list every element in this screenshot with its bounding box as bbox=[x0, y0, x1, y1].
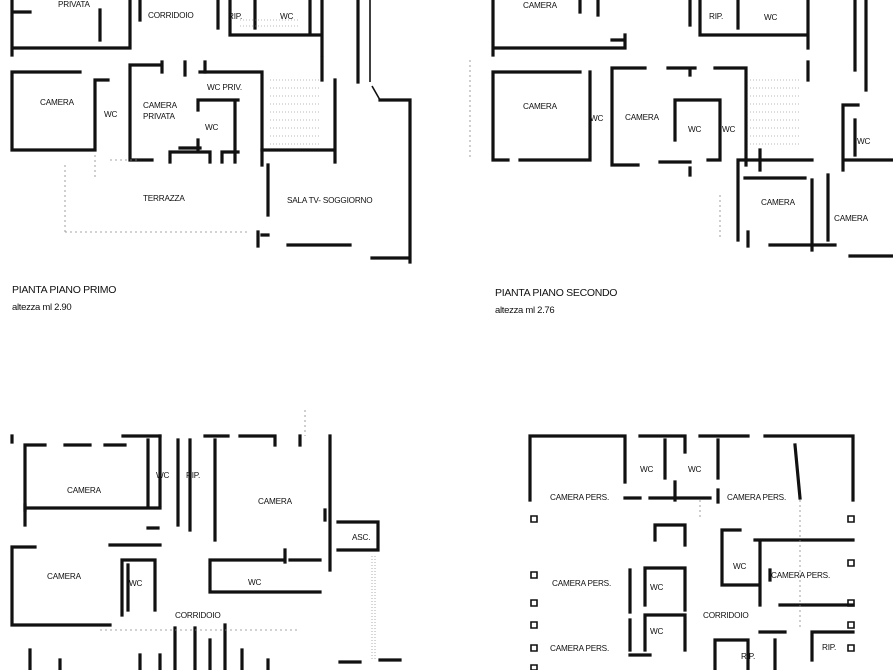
plan-bottom-right: WC WC CAMERA PERS. CAMERA PERS. CAMERA P… bbox=[528, 434, 855, 670]
room-label: CAMERA PERS. bbox=[771, 571, 830, 580]
room-label: WC bbox=[764, 13, 778, 22]
room-label: CAMERA bbox=[258, 497, 293, 506]
plan-height: altezza ml 2.90 bbox=[12, 302, 71, 313]
room-label: CAMERA bbox=[47, 572, 82, 581]
room-label: WC bbox=[688, 125, 702, 134]
room-label: WC bbox=[590, 114, 604, 123]
room-label: CAMERA PERS. bbox=[727, 493, 786, 502]
plan-height: altezza ml 2.76 bbox=[495, 305, 554, 316]
room-label: WC bbox=[688, 465, 702, 474]
room-label: RIP. bbox=[186, 471, 200, 480]
plan-primo-walls bbox=[10, 0, 412, 264]
plan-bottom-left: CAMERA WC RIP. CAMERA ASC. CAMERA WC WC … bbox=[10, 410, 402, 670]
room-label: CAMERA bbox=[834, 214, 869, 223]
plan-caption: PIANTA PIANO PRIMO bbox=[12, 284, 116, 296]
plan-piano-primo: PRIVATA CORRIDOIO RIP. WC CAMERA WC CAME… bbox=[10, 0, 412, 313]
plan-caption: PIANTA PIANO SECONDO bbox=[495, 287, 617, 299]
room-label: RIP. bbox=[228, 12, 242, 21]
room-label: CAMERA bbox=[143, 101, 178, 110]
room-label: RIP. bbox=[822, 643, 836, 652]
plan-bottom-right-walls bbox=[528, 434, 855, 670]
room-label: WC bbox=[650, 627, 664, 636]
room-label: SALA TV- SOGGIORNO bbox=[287, 196, 372, 205]
room-label: WC bbox=[733, 562, 747, 571]
room-label: PRIVATA bbox=[143, 112, 176, 121]
room-label: WC PRIV. bbox=[207, 83, 242, 92]
plan-primo-stairs bbox=[240, 19, 320, 145]
room-label: CAMERA bbox=[67, 486, 102, 495]
plan-bottom-right-markers bbox=[530, 500, 855, 670]
plan-secondo-stairs bbox=[469, 60, 800, 240]
room-label: PRIVATA bbox=[58, 0, 91, 9]
room-label: CAMERA bbox=[625, 113, 660, 122]
room-label: CAMERA PERS. bbox=[550, 644, 609, 653]
plan-piano-secondo: CAMERA RIP. WC CAMERA WC CAMERA WC WC WC… bbox=[469, 0, 893, 316]
room-label: CAMERA PERS. bbox=[552, 579, 611, 588]
room-label: WC bbox=[156, 471, 170, 480]
room-label: WC bbox=[650, 583, 664, 592]
room-label: WC bbox=[248, 578, 262, 587]
plan-bottom-left-detail bbox=[100, 410, 376, 660]
room-label: WC bbox=[857, 137, 871, 146]
room-label: WC bbox=[722, 125, 736, 134]
room-label: CAMERA bbox=[761, 198, 796, 207]
room-label: CAMERA bbox=[523, 1, 558, 10]
room-label: WC bbox=[104, 110, 118, 119]
room-label: CORRIDOIO bbox=[148, 11, 194, 20]
room-label: WC bbox=[280, 12, 294, 21]
room-label: WC bbox=[205, 123, 219, 132]
plan-bottom-left-walls bbox=[10, 434, 402, 670]
room-label: RIP. bbox=[741, 652, 755, 661]
room-label: CAMERA PERS. bbox=[550, 493, 609, 502]
room-label: RIP. bbox=[709, 12, 723, 21]
room-label: TERRAZZA bbox=[143, 194, 185, 203]
plan-secondo-walls bbox=[491, 0, 893, 258]
room-label: WC bbox=[129, 579, 143, 588]
room-label: WC bbox=[640, 465, 654, 474]
room-label: ASC. bbox=[352, 533, 370, 542]
room-label: CORRIDOIO bbox=[703, 611, 749, 620]
room-label: CORRIDOIO bbox=[175, 611, 221, 620]
room-label: CAMERA bbox=[40, 98, 75, 107]
room-label: CAMERA bbox=[523, 102, 558, 111]
